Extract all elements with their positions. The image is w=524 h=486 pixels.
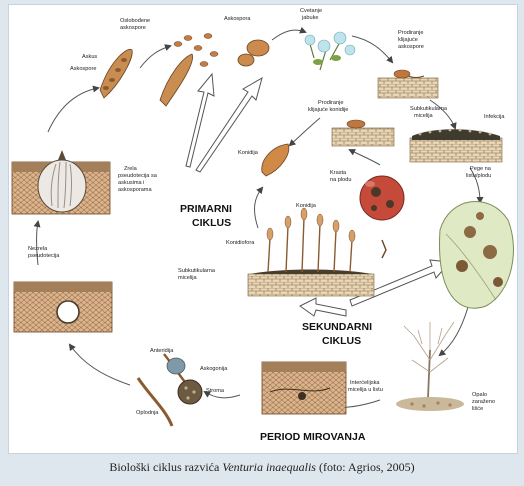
subcuticular-infection-tissue	[410, 129, 502, 162]
label-konidija-mid: Konidija	[238, 150, 259, 156]
label-infekcija: Infekcija	[484, 114, 505, 120]
label-zrela-4: askosporama	[118, 187, 152, 193]
caption-prefix: Biološki ciklus razvića	[109, 460, 222, 474]
arrow-bloom-to-penetration	[352, 36, 392, 62]
label-prodiranje-askospore-1: Prodiranje	[398, 30, 424, 36]
label-oslobodjene-1: Oslobođene	[120, 18, 150, 24]
dormant-tree-illustration	[396, 322, 464, 411]
label-subkutikularna-top-1: Subkutikularna	[410, 106, 448, 112]
stage-secondary-2: CIKLUS	[322, 335, 361, 347]
label-askospora: Askospora	[224, 16, 251, 22]
arrow-mating-to-immature	[70, 345, 130, 385]
label-krastavost-2: na plodu	[330, 177, 351, 183]
immature-pseudothecium-illustration	[14, 282, 112, 332]
conidiophore-tissue	[248, 208, 374, 296]
label-anteridija: Anteridija	[150, 348, 174, 354]
stage-rest: PERIOD MIROVANJA	[260, 431, 366, 443]
apple-blossom-illustration	[305, 32, 355, 70]
arrow-pseudothecium-to-ascus	[48, 88, 98, 132]
label-pege-2: listu/plodu	[466, 173, 491, 179]
infected-leaf-illustration	[440, 201, 514, 308]
arrow-secondary-loop	[255, 188, 262, 228]
conidium-illustration	[262, 144, 289, 176]
label-konidija-tree: Konidija	[296, 203, 317, 209]
secondary-arrow-left	[300, 298, 346, 316]
label-oslobodjene-2: askospore	[120, 25, 146, 31]
caption-suffix: (foto: Agrios, 2005)	[316, 460, 415, 474]
label-askospore-left: Askospore	[70, 66, 96, 72]
label-opalo-2: zaraženo	[472, 399, 495, 405]
stage-primary-1: PRIMARNI	[180, 203, 232, 215]
label-subkutikularna-mid-2: micelija	[178, 275, 198, 281]
arrow-ascospore-to-bloom	[272, 30, 305, 40]
arrow-penetration-to-infection	[430, 100, 455, 128]
mature-pseudothecium-illustration	[12, 150, 110, 214]
arrow-fruit-link	[350, 150, 380, 165]
label-zrela-3: askusima i	[118, 180, 144, 186]
ascospore-illustration	[238, 40, 269, 66]
caption-species: Venturia inaequalis	[222, 460, 316, 474]
label-pege-1: Pege na	[470, 166, 492, 172]
released-ascospores	[160, 34, 218, 107]
label-cvetanje-1: Cvetanje	[300, 8, 322, 14]
infected-fruit-illustration	[360, 176, 404, 258]
label-askus: Askus	[82, 54, 97, 60]
label-cvetanje-2: jabuke	[301, 15, 318, 21]
label-konidiofora: Konidiofora	[226, 240, 255, 246]
label-subkutikularna-top-2: micelija	[414, 113, 434, 119]
stage-secondary-1: SEKUNDARNI	[302, 321, 372, 333]
label-zrela-2: pseudotecija sa	[118, 173, 158, 179]
label-oplodnja: Oplodnja	[136, 410, 159, 416]
label-opalo-3: lišće	[472, 406, 483, 412]
stage-primary-2: CIKLUS	[192, 217, 231, 229]
label-askogonija: Askogonija	[200, 366, 228, 372]
arrow-ascus-to-released	[140, 46, 170, 68]
figure-caption: Biološki ciklus razvića Venturia inaequa…	[0, 460, 524, 475]
arrow-leaf-to-fallen	[440, 300, 470, 355]
label-opalo-1: Opalo	[472, 392, 487, 398]
label-nezrela-1: Nezrela	[28, 246, 48, 252]
stroma-tissue-illustration	[262, 362, 346, 414]
label-prodiranje-konidije-2: klijajuće konidije	[308, 107, 348, 113]
arrow-conidia-penetration	[290, 118, 320, 145]
label-nezrela-2: pseudotecija	[28, 253, 60, 259]
label-prodiranje-konidije-1: Prodiranje	[318, 100, 344, 106]
label-interbeljska-2: micelija u listu	[348, 387, 383, 393]
label-prodiranje-askospore-2: klijajuće	[398, 37, 418, 43]
label-zrela-1: Zrela	[124, 166, 138, 172]
label-interbeljska-1: Interćelijska	[350, 380, 380, 386]
label-subkutikularna-mid-1: Subkutikularna	[178, 268, 216, 274]
conidia-penetration-tissue	[332, 120, 394, 146]
label-prodiranje-askospore-3: askospore	[398, 44, 424, 50]
label-krastavost-1: Krasta	[330, 170, 347, 176]
label-stroma: Stroma	[206, 388, 225, 394]
ascospore-penetration-tissue	[378, 70, 438, 98]
ascus-illustration	[100, 49, 132, 98]
